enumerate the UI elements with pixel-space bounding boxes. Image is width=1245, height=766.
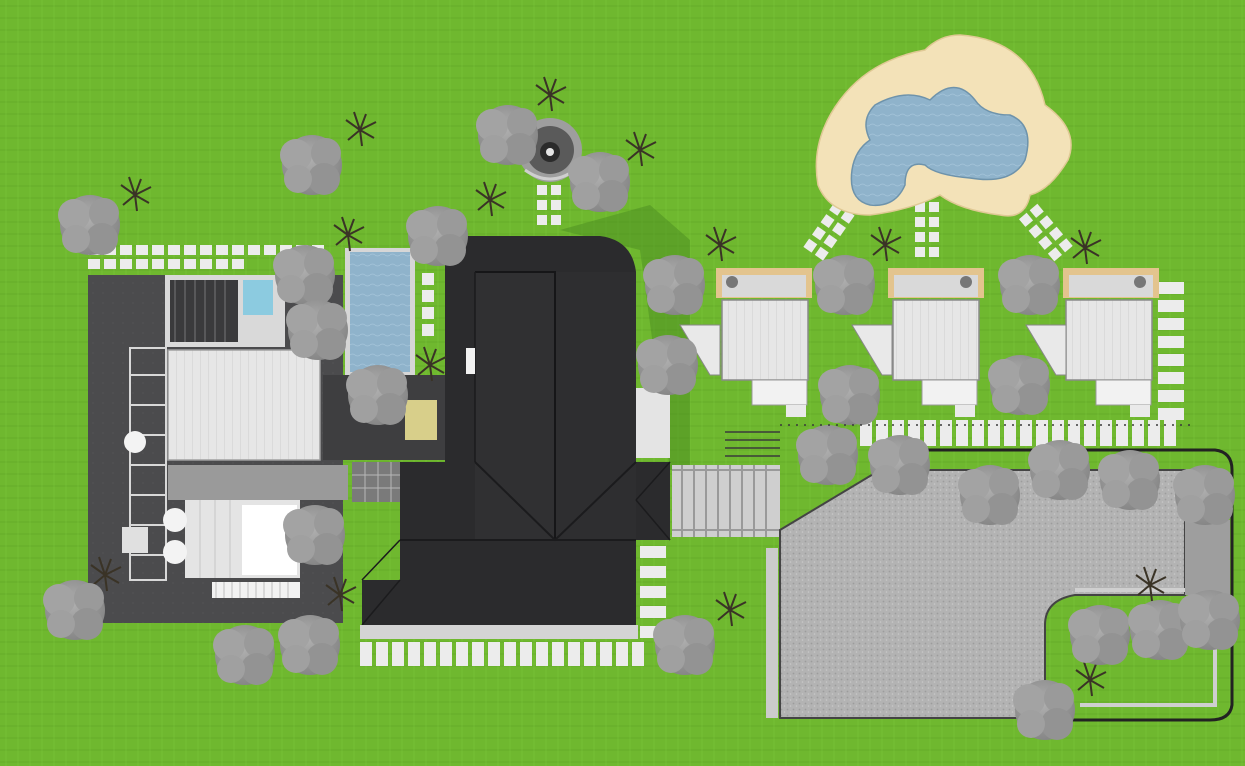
cabin-2 (851, 268, 984, 417)
cabin-3 (1025, 268, 1159, 417)
pond (850, 86, 1029, 207)
main-house-roof (360, 236, 671, 639)
pergola (672, 431, 780, 537)
gravel-parking (766, 448, 1234, 722)
lap-pool (345, 248, 415, 376)
cabin-1 (679, 268, 812, 417)
